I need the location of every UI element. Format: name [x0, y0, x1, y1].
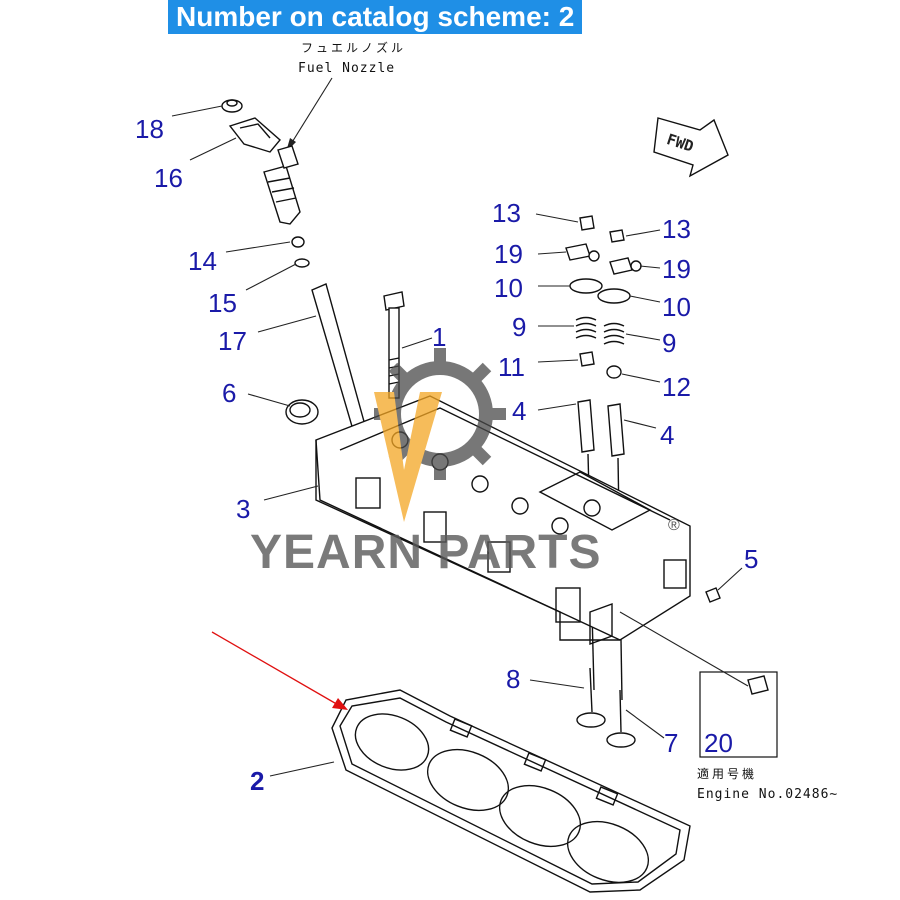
- callout-1: 1: [432, 322, 446, 352]
- part-20-inset: [619, 611, 778, 758]
- fwd-arrow-marker: FWD: [653, 117, 729, 178]
- callout-19-right: 19: [662, 254, 691, 284]
- part-1-head-bolt: [383, 291, 405, 399]
- applicable-label-jp: 適用号機: [697, 766, 757, 781]
- callout-15: 15: [208, 288, 237, 318]
- part-15-seal: [294, 258, 310, 268]
- callout-18: 18: [135, 114, 164, 144]
- callout-9-left: 9: [512, 312, 526, 342]
- fuel-nozzle-leader: [285, 77, 333, 153]
- part-14-washer: [291, 236, 305, 248]
- callout-2: 2: [250, 766, 264, 796]
- callout-13-right: 13: [662, 214, 691, 244]
- part-17-push-rod: [311, 283, 369, 441]
- callout-12: 12: [662, 372, 691, 402]
- callout-9-right: 9: [662, 328, 676, 358]
- fuel-nozzle-label-en: Fuel Nozzle: [298, 61, 395, 76]
- callout-20: 20: [704, 728, 733, 758]
- part-3-cylinder-head: [315, 395, 691, 645]
- catalog-scheme-title: Number on catalog scheme: 2: [168, 0, 583, 34]
- watermark-text: YEARN PARTS: [250, 526, 601, 579]
- part-6-plug: [285, 399, 319, 425]
- part-18-cap: [221, 99, 243, 113]
- callout-19-left: 19: [494, 239, 523, 269]
- callout-16: 16: [154, 163, 183, 193]
- callout-5: 5: [744, 544, 758, 574]
- callout-3: 3: [236, 494, 250, 524]
- valve-stack-left: [565, 215, 603, 691]
- fuel-nozzle-label-jp: フュエルノズル: [301, 40, 406, 55]
- engine-no-label: Engine No.02486∼: [697, 787, 838, 802]
- callout-14: 14: [188, 246, 217, 276]
- part-8-valve: [576, 667, 606, 728]
- callout-13-left: 13: [492, 198, 521, 228]
- callout-4-right: 4: [660, 420, 674, 450]
- callout-8: 8: [506, 664, 520, 694]
- callout-10-right: 10: [662, 292, 691, 322]
- part-7-valve: [606, 689, 636, 748]
- callout-17: 17: [218, 326, 247, 356]
- part-2-head-gasket: [331, 689, 691, 893]
- pointer-arrow: [211, 631, 348, 710]
- callout-10-left: 10: [494, 273, 523, 303]
- part-16-clamp: [228, 117, 281, 153]
- watermark-logo: [374, 348, 506, 522]
- callout-4-left: 4: [512, 396, 526, 426]
- fuel-nozzle-body: [263, 145, 301, 225]
- registered-mark: ®: [668, 517, 680, 534]
- part-5-bolt: [705, 587, 721, 603]
- callout-6: 6: [222, 378, 236, 408]
- callout-leaders: [171, 105, 743, 777]
- callout-7: 7: [664, 728, 678, 758]
- callout-11: 11: [498, 352, 525, 382]
